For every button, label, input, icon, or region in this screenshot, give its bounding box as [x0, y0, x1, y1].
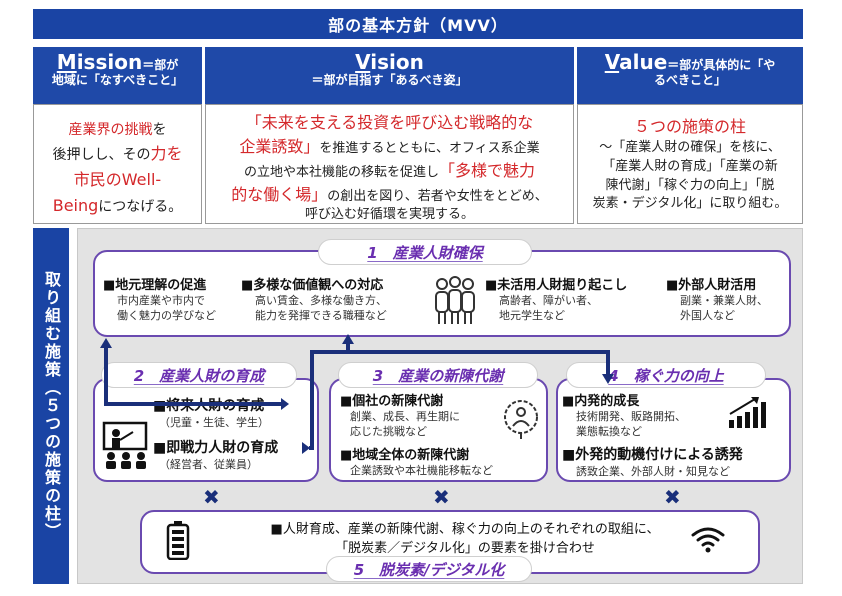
pillar3-item2-head: ■地域全体の新陳代謝	[340, 448, 470, 463]
pillar1-title: 1 産業人財確保	[318, 239, 532, 265]
pillar1-item-untapped-talent: ■未活用人財掘り起こし 高齢者、障がい者、 地元学生など	[485, 274, 627, 324]
pillar4-title: 4 稼ぐ力の向上	[566, 362, 766, 388]
pillar2-item-ready-talent: ■即戦力人財の育成 （経営者、従業員）	[153, 437, 278, 472]
pillar4-item2-sub: 誘致企業、外部人財・知見など	[576, 465, 730, 478]
pillar1-item-sub: 能力を発揮できる職種など	[255, 309, 387, 323]
pillar3-item-regional-renewal: ■地域全体の新陳代謝 企業誘致や本社機能移転など	[340, 444, 493, 478]
vision-head-letter: V	[355, 50, 371, 74]
value-head-letter: V	[604, 50, 620, 74]
pillar2-item1-sub: （児童・生徒、学生）	[159, 416, 269, 429]
pillar1-item-external-talent: ■外部人財活用 副業・兼業人財、 外国人など	[666, 274, 768, 324]
mission-text-7: につなげる。	[98, 198, 183, 215]
pillar1-item-sub: 副業・兼業人財、	[680, 294, 768, 307]
value-body: ５つの施策の柱 ～「産業人財の確保」を核に、 「産業人財の育成」「産業の新 陳代…	[577, 104, 803, 224]
vision-text-4: の立地や本社機能の移転を促進し	[243, 164, 439, 180]
pillar3-item1-head: ■個社の新陳代謝	[340, 394, 444, 409]
mission-text-5: 市民のWell-	[73, 169, 162, 189]
mission-sub: 地域に「なすべきこと」	[51, 73, 184, 87]
pillar5-line2: 「脱炭素／デジタル化」の要素を掛け合わせ	[335, 541, 595, 556]
pillar4-item-external-motivation: ■外発的動機付けによる誘発 誘致企業、外部人財・知見など	[562, 444, 743, 479]
mvv-header: 部の基本方針（MVV）	[33, 9, 803, 39]
pillar4-item1-sub1: 技術開発、販路開拓、	[576, 410, 686, 423]
pillar1-item-sub: 働く魅力の学びなど	[117, 309, 216, 323]
growth-chart-icon	[727, 394, 771, 430]
pillar1-item-head: ■未活用人財掘り起こし	[485, 278, 628, 293]
pillar1-item-head: ■多様な価値観への対応	[241, 278, 384, 293]
vision-text-8: 呼び込む好循環を実現する。	[304, 207, 474, 223]
vision-text-7: の創出を図り、若者や女性をとどめ、	[327, 188, 548, 204]
pillar3-item1-sub2: 応じた挑戦など	[350, 425, 427, 439]
pillar3-title: 3 産業の新陳代謝	[338, 362, 538, 388]
pillar2-title: 2 産業人財の育成	[101, 362, 297, 388]
pillar5-title: 5 脱炭素/デジタル化	[326, 556, 532, 582]
pillar2-item2-head: ■即戦力人財の育成	[153, 440, 279, 456]
mission-head-letter: M	[56, 50, 77, 74]
pillar4-item2-head: ■外発的動機付けによる誘発	[562, 447, 743, 463]
mission-text-1: 産業界の挑戦	[68, 122, 153, 138]
pillar1-item-sub: 高齢者、障がい者、	[499, 294, 598, 307]
mission-text-3: 後押しし、その	[52, 147, 151, 164]
vision-header: Vision ＝部が目指す「あるべき姿」	[205, 47, 574, 104]
measures-side-label: 取り組む施策（５つの施策の柱）	[33, 228, 69, 584]
vision-body: 「未来を支える投資を呼び込む戦略的な 企業誘致」を推進するとともに、オフィス系企…	[205, 104, 574, 224]
vision-text-6: 的な働く場」	[231, 184, 328, 204]
pillar3-item-company-renewal: ■個社の新陳代謝 創業、成長、再生期に 応じた挑戦など	[340, 390, 460, 440]
pillar1-item-sub: 市内産業や市内で	[117, 294, 205, 307]
value-text-1: ～「産業人財の確保」を核に、	[599, 139, 781, 155]
pillar4-item1-head: ■内発的成長	[562, 394, 640, 409]
vision-text-3: を推進するとともに、オフィス系企業	[319, 140, 540, 156]
pillar1-item-sub: 高い賃金、多様な働き方、	[255, 294, 387, 307]
multiply-icon: ✖	[433, 485, 450, 509]
vision-sub: ＝部が目指す「あるべき姿」	[311, 73, 468, 87]
pillar5-line1: ■人財育成、産業の新陳代謝、稼ぐ力の向上のそれぞれの取組に、	[270, 522, 660, 537]
mission-head-word: ission	[76, 50, 143, 74]
pillar1-item-diverse-values: ■多様な価値観への対応 高い賃金、多様な働き方、 能力を発揮できる職種など	[241, 274, 387, 324]
value-sub: るべきこと」	[653, 73, 726, 87]
vision-text-1: 「未来を支える投資を呼び込む戦略的な	[245, 113, 534, 132]
multiply-icon: ✖	[664, 485, 681, 509]
pillar1-item-local-understanding: ■地元理解の促進 市内産業や市内で 働く魅力の学びなど	[103, 274, 216, 324]
mission-body: 産業界の挑戦を 後押しし、その力を 市民のWell- Beingにつなげる。	[33, 104, 202, 224]
pillar1-item-sub: 地元学生など	[499, 309, 565, 323]
vision-head-word: ision	[370, 50, 424, 74]
pillar1-item-head: ■外部人財活用	[666, 278, 757, 293]
battery-icon	[166, 520, 190, 561]
value-body-title: ５つの施策の柱	[633, 117, 746, 136]
value-head-word: alue	[619, 50, 668, 74]
pillar4-box	[556, 378, 791, 482]
people-group-icon	[430, 274, 480, 326]
mission-text-2: を	[152, 122, 167, 138]
pillar3-item2-sub: 企業誘致や本社機能移転など	[350, 464, 493, 477]
multiply-icon: ✖	[203, 485, 220, 509]
wifi-icon	[690, 525, 726, 553]
classroom-teacher-icon	[101, 420, 153, 470]
mission-header: Mission＝部が 地域に「なすべきこと」	[33, 47, 202, 104]
pillar3-item1-sub1: 創業、成長、再生期に	[350, 410, 460, 423]
mission-text-6: Being	[52, 195, 99, 215]
person-gear-icon	[502, 398, 540, 440]
value-text-2: 「産業人財の育成」「産業の新	[602, 158, 778, 174]
mission-head-suffix: ＝部が	[142, 58, 179, 72]
pillar4-item-internal-growth: ■内発的成長 技術開発、販路開拓、 業態転換など	[562, 390, 686, 440]
value-text-4: 炭素・デジタル化」に取り組む。	[592, 196, 788, 212]
vision-text-5: 「多様で魅力	[439, 160, 536, 180]
mission-text-4: 力を	[150, 144, 183, 164]
vision-text-2: 企業誘致」	[239, 136, 320, 156]
value-header: Value＝部が具体的に「や るべきこと」	[577, 47, 803, 104]
pillar2-item2-sub: （経営者、従業員）	[159, 458, 258, 471]
pillar4-item1-sub2: 業態転換など	[576, 425, 642, 439]
value-head-suffix: ＝部が具体的に「や	[667, 58, 776, 72]
pillar1-item-head: ■地元理解の促進	[103, 278, 207, 293]
pillar1-item-sub: 外国人など	[680, 309, 735, 323]
value-text-3: 陳代謝」「稼ぐ力の向上」「脱	[605, 177, 775, 193]
pillar5-description: ■人財育成、産業の新陳代謝、稼ぐ力の向上のそれぞれの取組に、 「脱炭素／デジタル…	[225, 518, 705, 556]
